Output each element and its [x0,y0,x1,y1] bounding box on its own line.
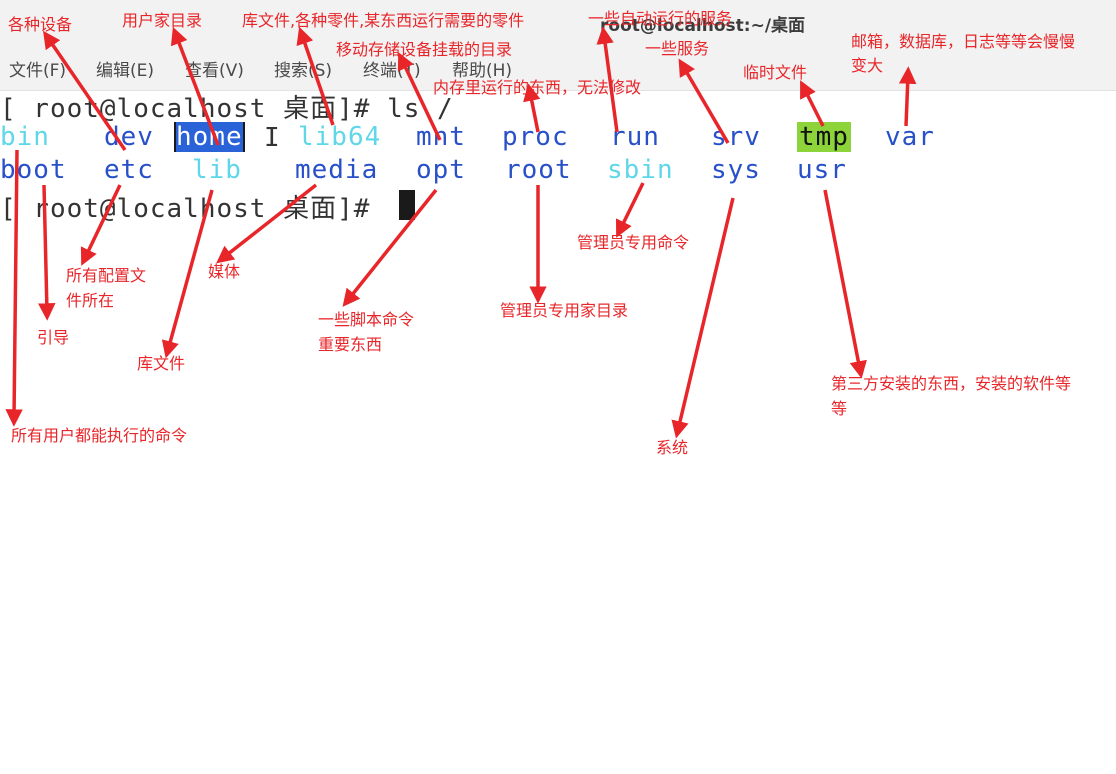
annotation-boot: 引导 [37,328,70,347]
annotation-etc-line2: 件所在 [66,291,115,310]
dir-media: media [295,155,379,185]
annotation-etc-line1: 所有配置文 [66,266,147,285]
dir-var: var [885,122,935,152]
dir-sbin: sbin [607,155,674,185]
annotation-root: 管理员专用家目录 [500,301,629,320]
annotation-mnt: 移动存储设备挂载的目录 [336,40,513,59]
dir-dev: dev [104,122,154,152]
annotation-var-line2: 变大 [851,56,884,75]
annotation-sbin: 管理员专用命令 [577,233,690,252]
annotation-media: 媒体 [208,262,241,281]
dir-bin: bin [0,122,50,152]
dir-lib: lib [192,155,242,185]
annotation-home: 用户家目录 [122,11,203,30]
annotation-usr-line1: 第三方安装的东西，安装的软件等 [831,374,1072,393]
menu-view[interactable]: 查看(V) [185,61,244,81]
annotation-lib: 库文件 [137,354,186,373]
text-cursor-icon: I [264,123,280,153]
menu-help[interactable]: 帮助(H) [452,61,513,81]
dir-etc: etc [104,155,154,185]
dir-home-selected: home [174,122,245,152]
menu-file[interactable]: 文件(F) [9,61,67,81]
dir-root: root [505,155,572,185]
prompt-line-command: [ root@localhost 桌面]# ls / [0,94,454,124]
dir-usr: usr [797,155,847,185]
annotation-proc: 内存里运行的东西，无法修改 [433,78,642,97]
dir-srv: srv [711,122,761,152]
dir-lib64: lib64 [298,122,382,152]
menu-edit[interactable]: 编辑(E) [96,61,155,81]
annotation-opt-line1: 一些脚本命令 [318,310,415,329]
annotation-sys: 系统 [656,438,689,457]
annotation-var-line1: 邮箱，数据库，日志等等会慢慢 [851,32,1076,51]
annotation-lib64: 库文件,各种零件,某东西运行需要的零件 [242,11,525,30]
annotation-tmp: 临时文件 [743,63,808,82]
dir-boot: boot [0,155,67,185]
annotation-srv: 一些服务 [645,39,710,58]
dir-sys: sys [711,155,761,185]
annotation-run: 一些自动运行的服务 [588,9,733,28]
annotation-bin: 所有用户都能执行的命令 [11,426,188,445]
annotation-dev: 各种设备 [8,15,73,34]
annotation-usr-line2: 等 [831,399,848,418]
dir-proc: proc [502,122,569,152]
dir-home: home [176,122,243,152]
dir-tmp: tmp [797,122,851,152]
terminal-cursor [399,190,415,220]
dir-mnt: mnt [416,122,466,152]
annotation-opt-line2: 重要东西 [318,335,383,354]
menu-search[interactable]: 搜索(S) [274,61,333,81]
dir-opt: opt [416,155,466,185]
window-title: root@localhost:~/桌面 [600,16,806,36]
dir-run: run [610,122,660,152]
prompt-line-empty: [ root@localhost 桌面]# [0,194,388,224]
